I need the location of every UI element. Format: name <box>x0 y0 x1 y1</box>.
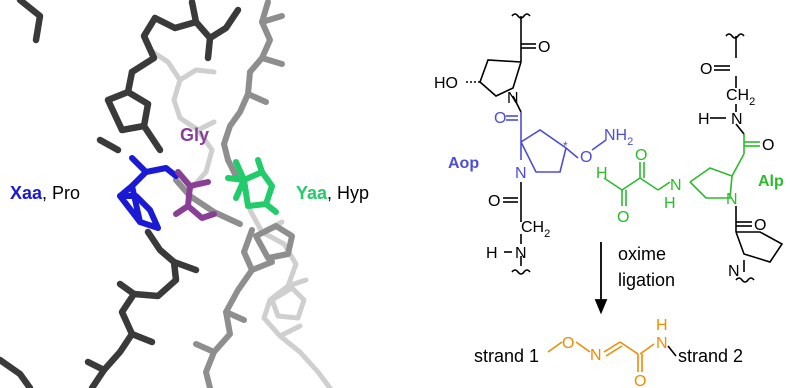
left-lower-strand-bonds <box>503 182 531 275</box>
backbone-strand-mid <box>173 0 295 388</box>
top-hydroxyproline-bonds <box>466 13 536 113</box>
gly-residue <box>173 169 217 221</box>
aop-nh2: NH2 <box>604 127 633 148</box>
arrow-label-oxime: oxime <box>618 244 666 264</box>
yaa-label: Yaa, Hyp <box>296 183 369 203</box>
product-strand1: strand 1 <box>474 346 539 366</box>
alp-o-label: O <box>762 137 774 154</box>
reaction-arrow <box>594 242 608 315</box>
left-strand-h: H <box>486 245 498 262</box>
xaa-label-bold: Xaa <box>10 183 43 203</box>
right-strand-ch2-main: CH <box>726 87 749 104</box>
right-strand-ch2: CH2 <box>726 87 755 108</box>
product-n2: N <box>656 335 668 352</box>
yaa-label-rest: , Hyp <box>327 183 369 203</box>
gly-label: Gly <box>180 125 209 145</box>
backbone-strand-light <box>147 47 333 388</box>
linker-h: H <box>596 165 608 182</box>
left-strand-ch2-main: CH <box>521 219 544 236</box>
bottom-o-label: O <box>754 217 766 234</box>
arrow-label-ligation: ligation <box>618 270 675 290</box>
aop-residue-bonds <box>520 112 607 173</box>
left-strand-ch2: CH2 <box>521 219 550 240</box>
aop-star: * <box>563 139 568 153</box>
aop-nh2-sub: 2 <box>627 136 633 148</box>
linker-o-bottom: O <box>617 209 629 226</box>
linker-n: N <box>670 177 682 194</box>
left-strand-o: O <box>488 193 500 210</box>
yaa-hydroxyproline-residue <box>225 157 279 215</box>
right-strand-o: O <box>700 61 712 78</box>
right-strand-h: H <box>698 111 710 128</box>
xaa-label: Xaa, Pro <box>10 183 80 203</box>
bottom-n-label: N <box>728 263 740 280</box>
chemical-scheme: HO N O O Aop N * O NH2 <box>434 13 784 388</box>
aop-nh2-main: NH <box>604 127 627 144</box>
product-o-bottom: O <box>634 373 646 388</box>
top-o-label: O <box>538 39 550 56</box>
backbone-strand-dark <box>0 0 242 388</box>
left-panel-labels: Gly Xaa, Pro Yaa, Hyp <box>10 125 369 203</box>
product-strand2-bond <box>667 345 677 357</box>
yaa-label-bold: Yaa <box>296 183 328 203</box>
alp-label: Alp <box>758 173 784 190</box>
product-h: H <box>656 317 668 334</box>
product-strand2: strand 2 <box>678 346 743 366</box>
alp-n-label: N <box>726 191 738 208</box>
right-strand-n: N <box>731 111 743 128</box>
top-n-label: N <box>507 90 519 107</box>
aop-o-ether: O <box>580 149 592 166</box>
glyoxylyl-linker-bonds <box>603 153 745 206</box>
aop-carbonyl-double <box>506 115 518 121</box>
xaa-label-rest: , Pro <box>42 183 80 203</box>
aop-label: Aop <box>448 155 479 172</box>
linker-nh-h: H <box>664 195 676 212</box>
aop-carbonyl-o: O <box>494 110 506 127</box>
bottom-proline-bonds <box>735 206 784 283</box>
right-upper-strand-bonds <box>710 33 745 135</box>
linker-o-top: O <box>635 147 647 164</box>
left-strand-n: N <box>515 245 527 262</box>
top-ho-label: HO <box>434 75 458 92</box>
left-strand-ch2-sub: 2 <box>544 228 550 240</box>
right-strand-ch2-sub: 2 <box>749 96 755 108</box>
oxime-product-bonds <box>547 341 655 372</box>
alp-carbonyl <box>743 134 760 154</box>
triple-helix-stick-model <box>0 0 333 388</box>
aop-n-label: N <box>515 165 527 182</box>
product-o: O <box>562 335 574 352</box>
product-n: N <box>590 347 602 364</box>
xaa-proline-residue <box>117 155 179 231</box>
